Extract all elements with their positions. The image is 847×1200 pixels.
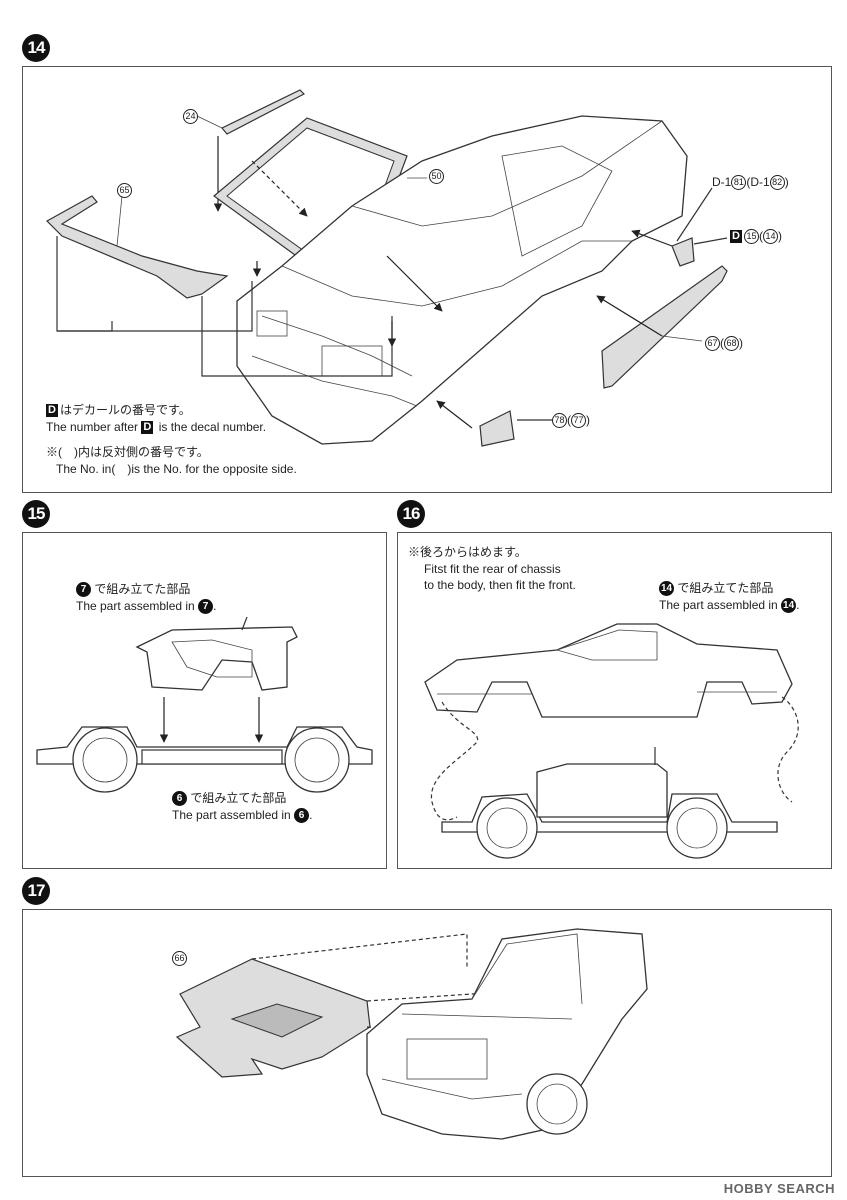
callout-65: 65 xyxy=(117,182,132,199)
step15-top-en: The part assembled in 7. xyxy=(76,599,217,615)
side-skirt-part xyxy=(601,265,728,389)
wiper-part xyxy=(221,89,306,135)
decal-note-en: The number after D is the decal number. xyxy=(46,420,267,435)
step-14-number: 14 xyxy=(22,34,50,62)
callout-67-68: 67(68) xyxy=(705,335,743,352)
step-15-diagram xyxy=(36,616,373,793)
mirror-part xyxy=(671,237,695,267)
step16-note-jp: ※後ろからはめます。 xyxy=(408,545,527,559)
car-front xyxy=(366,928,648,1140)
front-wheel xyxy=(72,727,138,793)
step-15-number: 15 xyxy=(22,500,50,528)
spoiler-part xyxy=(46,195,229,299)
step16-ref-jp: 14 で組み立てた部品 xyxy=(659,581,774,597)
callout-66: 66 xyxy=(172,950,187,967)
step-17-number: 17 xyxy=(22,877,50,905)
step-16-number: 16 xyxy=(397,500,425,528)
step16-note-en2: to the body, then fit the front. xyxy=(424,578,576,592)
mudflap-part xyxy=(479,410,515,447)
step-17-diagram xyxy=(175,928,648,1140)
car-body-side xyxy=(424,623,793,718)
step-14-diagram xyxy=(46,89,728,447)
step15-bottom-en: The part assembled in 6. xyxy=(172,808,313,824)
step16-note-en1: Fitst fit the rear of chassis xyxy=(424,562,561,576)
callout-50: 50 xyxy=(429,168,444,185)
car-body xyxy=(236,115,688,445)
rear-wheel xyxy=(284,727,350,793)
body-tub xyxy=(135,626,298,691)
step15-top-jp: 7 で組み立てた部品 xyxy=(76,581,190,598)
opposite-note-jp: ※( )内は反対側の番号です。 xyxy=(46,445,209,459)
callout-78-77: 78(77) xyxy=(552,412,590,429)
step16-ref-en: The part assembled in 14. xyxy=(659,598,800,614)
step15-bottom-jp: 6 で組み立てた部品 xyxy=(172,790,286,807)
step-16-diagram xyxy=(424,623,799,859)
callout-24: 24 xyxy=(183,108,198,125)
watermark: HOBBY SEARCH xyxy=(723,1181,835,1196)
opposite-note-en: The No. in( )is the No. for the opposite… xyxy=(56,462,297,476)
